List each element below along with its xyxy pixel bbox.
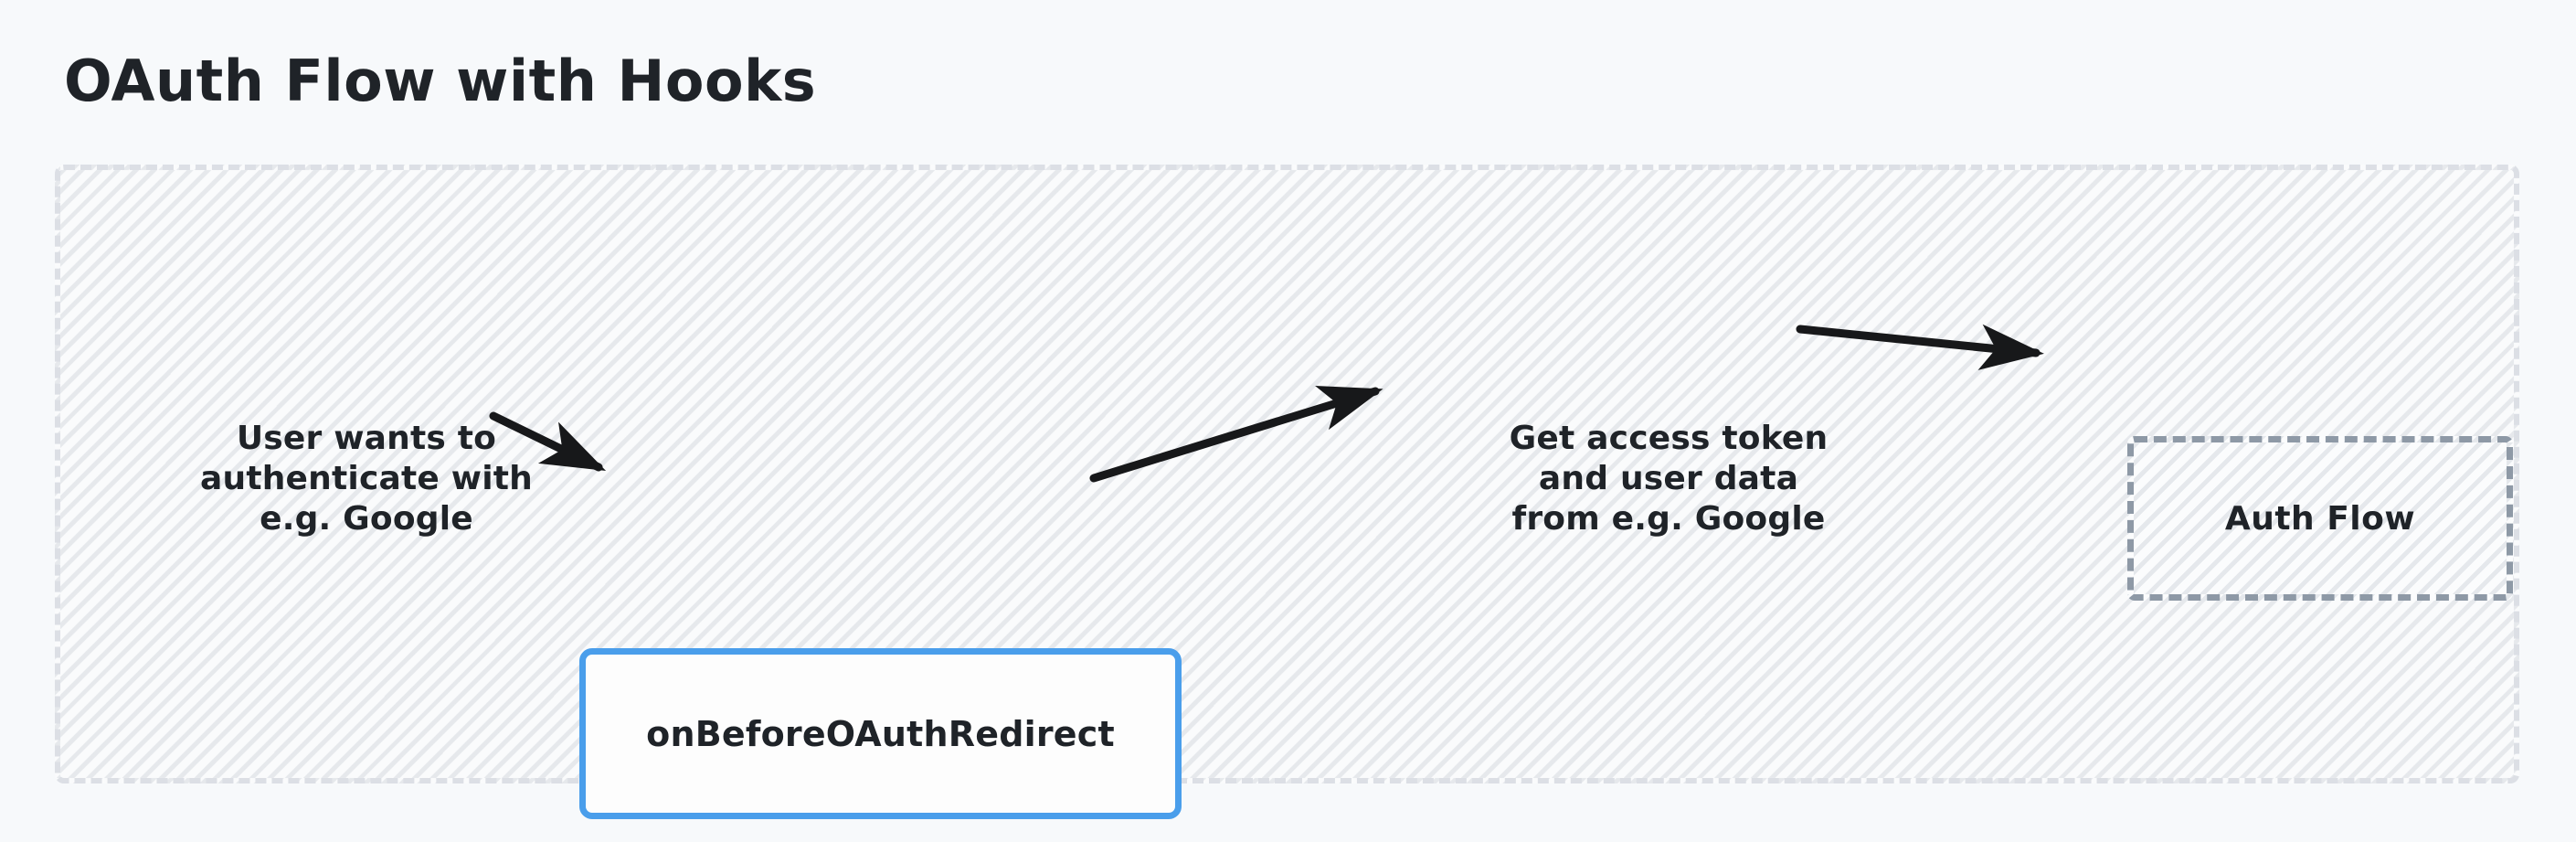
- node-on-before-oauth-redirect-label: onBeforeOAuthRedirect: [646, 713, 1115, 754]
- oauth-flow-subgraph-container: Auth Flow onBeforeOAuthRedirect User wan…: [55, 165, 2519, 819]
- edge-label-get-access-token: Get access token and user data from e.g.…: [1509, 420, 1829, 538]
- edge-label-user-authenticate: User wants to authenticate with e.g. Goo…: [200, 420, 533, 538]
- node-auth-flow-label: Auth Flow: [2224, 499, 2416, 538]
- page-title: OAuth Flow with Hooks: [64, 48, 817, 114]
- node-on-before-oauth-redirect[interactable]: onBeforeOAuthRedirect: [579, 648, 1182, 819]
- node-auth-flow[interactable]: Auth Flow: [2127, 436, 2513, 601]
